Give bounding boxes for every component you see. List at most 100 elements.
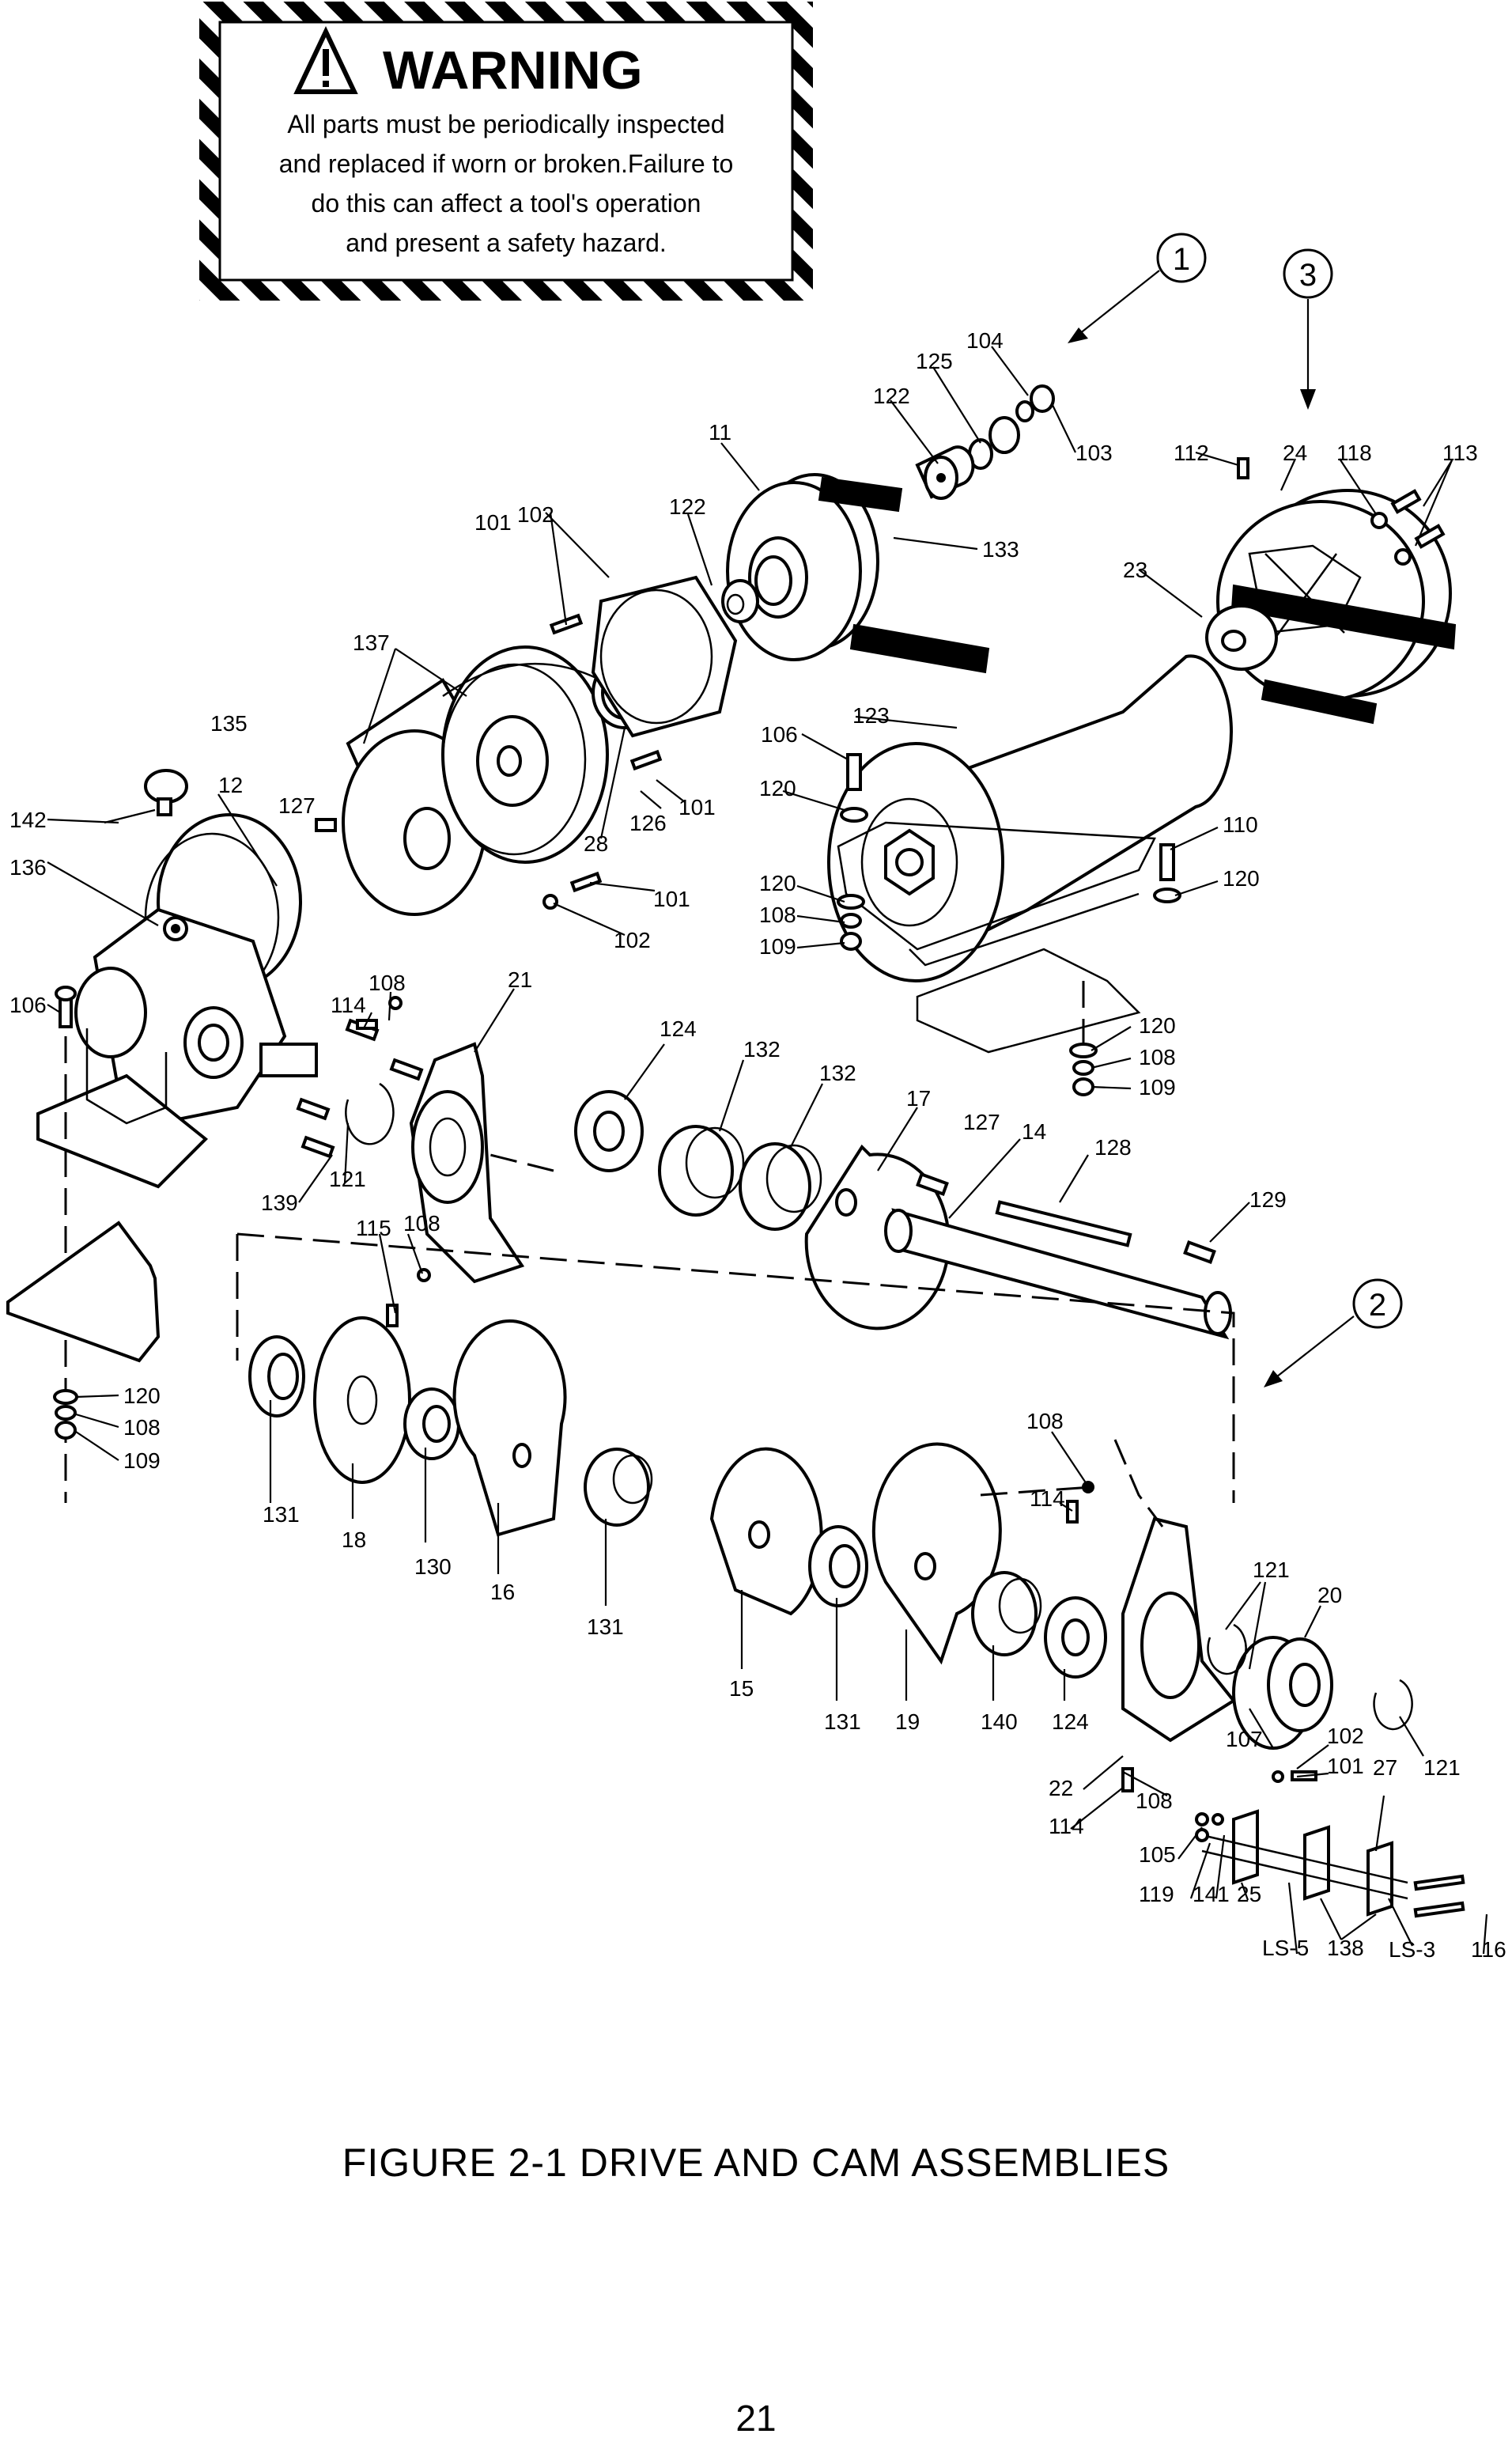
camshaft-row-lower	[248, 1316, 1465, 1918]
part-label: 15	[729, 1676, 754, 1701]
part-label: 11	[709, 420, 731, 445]
part-label: 118	[1336, 441, 1372, 465]
part-label: 130	[414, 1554, 452, 1579]
part-labels: 104 125 122 11 103 112 24 118 113 101 10…	[9, 328, 1506, 1962]
part-label: 108	[1026, 1409, 1064, 1433]
part-label: 132	[819, 1061, 856, 1085]
part-label: 137	[353, 630, 390, 655]
clutch-housing	[315, 575, 738, 916]
motor-pulley-assembly	[721, 384, 1457, 725]
part-label: 120	[123, 1383, 161, 1408]
part-label: 120	[1139, 1013, 1176, 1038]
part-label: 104	[966, 328, 1004, 353]
part-label: 114	[331, 993, 366, 1017]
part-label: 19	[895, 1709, 920, 1734]
camshaft-row-upper	[236, 996, 1235, 1503]
part-label: 101	[474, 510, 512, 535]
part-label: 131	[824, 1709, 861, 1734]
part-label: 127	[963, 1110, 1000, 1134]
part-label: 114	[1049, 1814, 1084, 1838]
part-label: 129	[1249, 1187, 1287, 1212]
part-label: 133	[982, 537, 1019, 562]
part-label: 128	[1094, 1135, 1132, 1160]
part-label: 109	[759, 934, 796, 959]
part-label: 101	[1327, 1754, 1364, 1778]
part-label: 136	[9, 855, 47, 880]
part-label: 101	[679, 795, 716, 819]
part-label: 108	[403, 1211, 440, 1236]
part-label: 106	[761, 722, 798, 747]
part-label: 114	[1030, 1486, 1065, 1511]
part-label: 27	[1373, 1755, 1397, 1780]
warning-box: WARNING All parts must be periodically i…	[199, 2, 813, 301]
part-label: 23	[1123, 558, 1147, 582]
part-label: 142	[9, 808, 47, 832]
part-label: 108	[369, 971, 406, 995]
part-label: 110	[1223, 812, 1258, 837]
part-label: 20	[1317, 1583, 1342, 1607]
figure-caption: FIGURE 2-1 DRIVE AND CAM ASSEMBLIES	[342, 2141, 1170, 2185]
part-label: 141	[1193, 1882, 1230, 1906]
part-label: 126	[629, 811, 667, 835]
part-label: 124	[1052, 1709, 1089, 1734]
part-label: 122	[669, 494, 706, 519]
part-label: 131	[263, 1502, 300, 1527]
part-label: 119	[1139, 1882, 1174, 1906]
part-label: 132	[743, 1037, 781, 1062]
part-label: 18	[342, 1527, 366, 1552]
part-label: 124	[660, 1016, 697, 1041]
part-label: 24	[1283, 441, 1307, 465]
svg-text:2: 2	[1369, 1288, 1386, 1323]
part-label: 14	[1022, 1119, 1046, 1144]
part-label: 105	[1139, 1842, 1176, 1867]
part-label: 135	[210, 711, 248, 736]
part-label: 139	[261, 1190, 298, 1215]
part-label: 108	[759, 903, 796, 927]
page-number: 21	[735, 2398, 777, 2439]
part-label: 101	[653, 887, 690, 911]
warning-line-2: and replaced if worn or broken.Failure t…	[279, 150, 734, 178]
part-label: 28	[584, 831, 608, 856]
part-label: 12	[218, 773, 243, 797]
part-label: 108	[1136, 1788, 1173, 1813]
part-label: 108	[123, 1415, 161, 1440]
part-label: 106	[9, 993, 47, 1017]
part-label: 115	[356, 1216, 391, 1240]
part-label: 21	[508, 967, 532, 992]
part-label: 107	[1226, 1727, 1263, 1751]
callout-2: 2	[1264, 1278, 1403, 1387]
part-label: 113	[1442, 441, 1478, 465]
part-label: 102	[614, 928, 651, 952]
part-label: 138	[1327, 1936, 1364, 1960]
part-label: 122	[873, 384, 910, 408]
part-label: 109	[1139, 1075, 1176, 1100]
part-label: 109	[123, 1448, 161, 1473]
leader-lines	[47, 346, 1488, 1955]
part-label: 108	[1139, 1045, 1176, 1069]
part-label: 116	[1471, 1937, 1506, 1962]
part-label: 121	[329, 1167, 366, 1191]
part-label: LS-5	[1262, 1936, 1309, 1960]
part-label: 102	[1327, 1724, 1364, 1748]
part-label: 140	[981, 1709, 1018, 1734]
part-label: 120	[759, 871, 796, 895]
warning-line-3: do this can affect a tool's operation	[312, 189, 701, 218]
svg-text:3: 3	[1299, 258, 1317, 293]
part-label: 103	[1075, 441, 1113, 465]
part-label: 22	[1049, 1776, 1073, 1800]
part-label: LS-3	[1389, 1937, 1435, 1962]
part-label: 131	[587, 1614, 624, 1639]
callout-3: 3	[1283, 248, 1333, 410]
part-label: 123	[852, 703, 890, 728]
part-label: 25	[1237, 1882, 1261, 1906]
callout-1: 1	[1068, 233, 1207, 343]
part-label: 16	[490, 1580, 515, 1604]
warning-line-4: and present a safety hazard.	[346, 229, 667, 257]
part-label: 120	[759, 776, 796, 801]
svg-text:1: 1	[1173, 242, 1190, 277]
warning-line-1: All parts must be periodically inspected	[287, 110, 724, 138]
part-label: 121	[1253, 1558, 1290, 1582]
gear-reducer	[6, 769, 424, 1503]
part-label: 125	[916, 349, 953, 373]
